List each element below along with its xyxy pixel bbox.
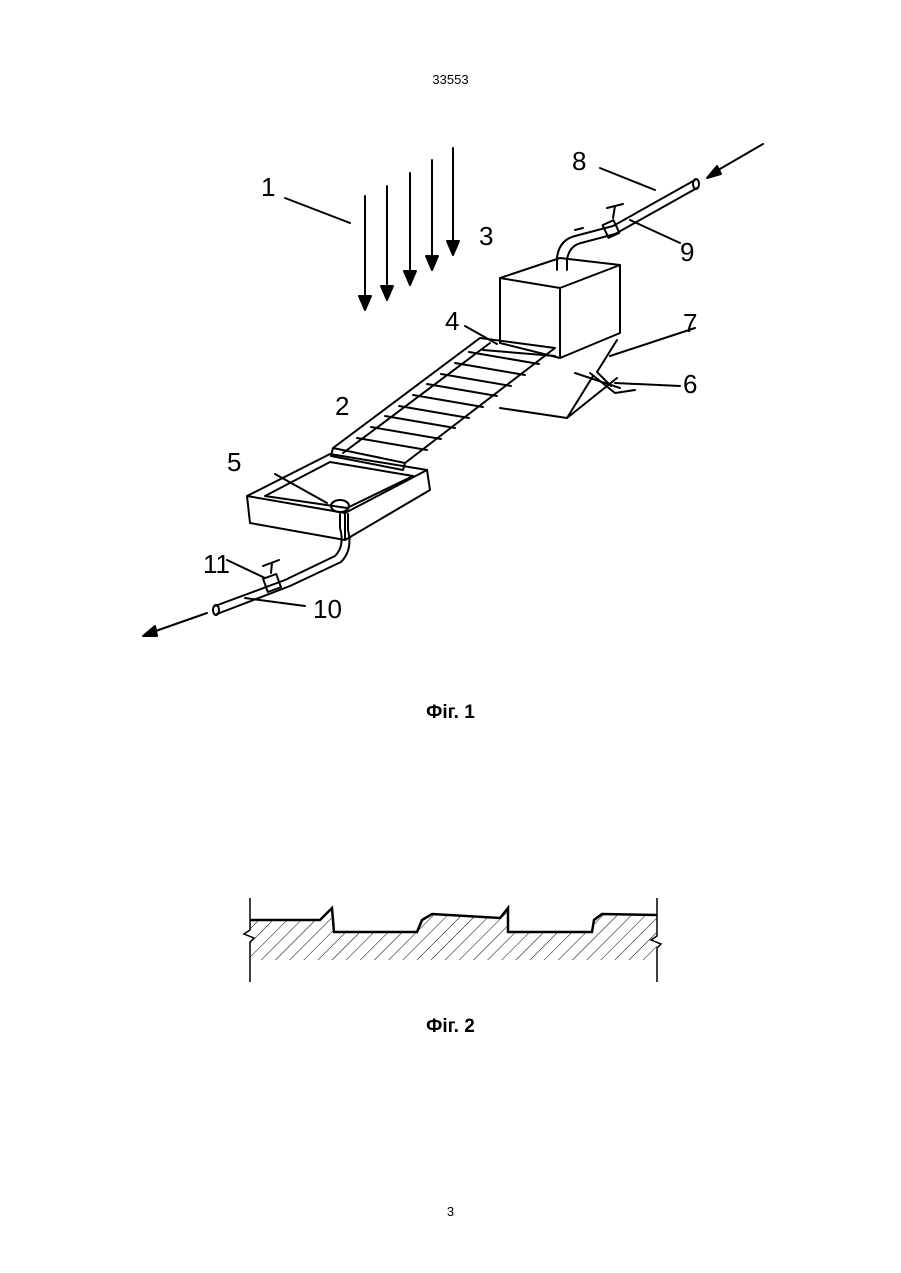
figure-1-drawing: 1 2 3 4 5 6 7 8 9 10 11	[135, 118, 770, 668]
figure-1-caption: Фіг. 1	[0, 702, 901, 724]
label-6: 6	[683, 369, 697, 399]
label-4: 4	[445, 306, 459, 336]
page-number: 3	[0, 1204, 901, 1219]
collection-basin	[247, 454, 430, 540]
label-3: 3	[479, 221, 493, 251]
label-9: 9	[680, 237, 694, 267]
figure-2-caption: Фіг. 2	[0, 1016, 901, 1038]
label-11: 11	[203, 549, 230, 579]
label-10: 10	[313, 594, 342, 624]
label-8: 8	[572, 146, 586, 176]
radiation-arrows	[285, 148, 459, 310]
chute	[331, 338, 555, 470]
label-7: 7	[683, 308, 697, 338]
label-2: 2	[335, 391, 349, 421]
figure-2-drawing	[232, 890, 662, 985]
label-5: 5	[227, 447, 241, 477]
document-code: 33553	[0, 72, 901, 87]
label-1: 1	[261, 172, 275, 202]
figure-1-labels: 1 2 3 4 5 6 7 8 9 10 11	[203, 146, 697, 624]
